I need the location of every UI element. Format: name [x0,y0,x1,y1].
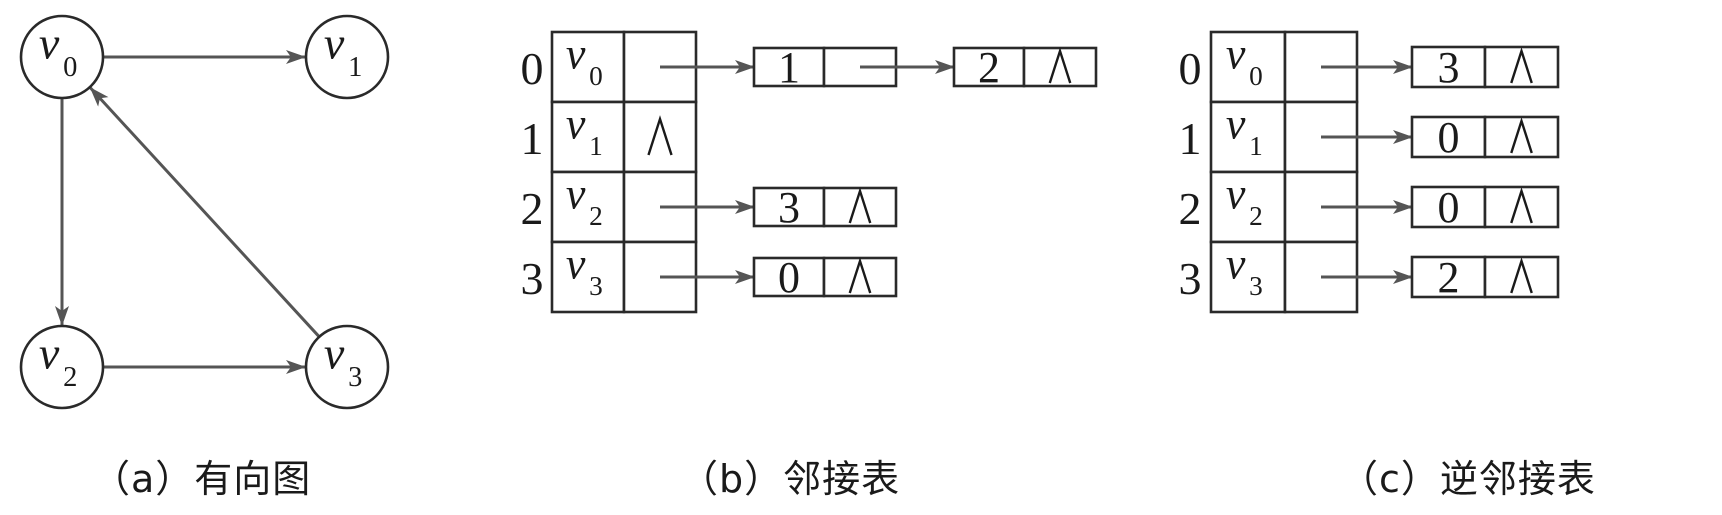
vertex-subscript: 2 [589,201,603,231]
null-pointer-symbol [1510,187,1533,224]
null-pointer-symbol [1510,257,1533,294]
null-pointer-symbol [848,187,872,224]
adjvex-value: 2 [978,43,1000,92]
vertex-subscript: 0 [1249,61,1263,91]
vertex-subscript: 1 [1249,131,1263,161]
vertex-subscript: 2 [1249,201,1263,231]
row-index: 3 [1179,253,1202,304]
vertex-cell [550,170,626,244]
adjvex-cell [1410,45,1487,89]
vertex-label: v [1226,29,1246,78]
vertex-subscript: 1 [348,52,362,83]
vertex-label: v [324,18,345,69]
arc-node: 3 [752,183,898,232]
vertex-subscript: 3 [1249,271,1263,301]
vertex-label: v [1226,239,1246,288]
caption-directed-graph: （a）有向图 [92,457,312,501]
row-index: 0 [1179,43,1202,94]
vertex-cell [1209,30,1287,104]
adjvex-value: 3 [778,183,800,232]
adjvex-cell [752,46,826,88]
vertex-cell [550,240,626,314]
vertex-subscript: 3 [348,362,362,393]
vertex-label: v [1226,99,1246,148]
arc-node: 0 [752,253,898,302]
vertex-cell [550,30,626,104]
vertex-label: v [566,239,586,288]
node-circle [19,324,105,410]
row-index: 3 [521,253,544,304]
vertex-cell [1209,170,1287,244]
edge-v3-to-v0 [89,86,321,338]
vertex-label: v [39,328,60,379]
vertex-subscript: 0 [589,61,603,91]
vertex-label: v [566,169,586,218]
vertex-label: v [566,99,586,148]
caption-inverse-adjacency-list: （c）逆邻接表 [1340,457,1596,501]
vertex-cell [550,100,626,174]
vertex-label: v [566,29,586,78]
arc-node: 2 [952,43,1098,92]
vertex-subscript: 1 [589,131,603,161]
adjvex-value: 1 [778,43,800,92]
arc-node: 2 [1410,253,1560,302]
adjvex-value: 3 [1438,43,1460,92]
arc-node: 3 [1410,43,1560,92]
adjvex-cell [1410,255,1487,299]
node-circle [19,14,105,100]
vertex-cell [1209,100,1287,174]
arc-node: 0 [1410,113,1560,162]
null-pointer-symbol [1510,47,1533,84]
arc-node: 1 [752,43,898,92]
vertex-subscript: 3 [589,271,603,301]
firstarc-cell [622,100,698,174]
adjvex-value: 0 [778,253,800,302]
null-pointer-symbol [848,257,872,294]
null-pointer-symbol [1510,117,1533,154]
null-pointer-symbol [647,115,673,156]
vertex-label: v [39,18,60,69]
vertex-subscript: 0 [63,52,77,83]
row-index: 0 [521,43,544,94]
vertex-label: v [324,328,345,379]
vertex-label: v [1226,169,1246,218]
row-index: 1 [1179,113,1202,164]
row-index: 2 [1179,183,1202,234]
adjvex-value: 2 [1438,253,1460,302]
row-index: 1 [521,113,544,164]
adjvex-cell [752,256,826,298]
node-circle [304,324,390,410]
node-circle [304,14,390,100]
caption-adjacency-list: （b）邻接表 [680,457,901,501]
vertex-subscript: 2 [63,362,77,393]
arc-node: 0 [1410,183,1560,232]
vertex-cell [1209,240,1287,314]
row-index: 2 [521,183,544,234]
adjvex-value: 0 [1438,113,1460,162]
adjvex-value: 0 [1438,183,1460,232]
null-pointer-symbol [1048,47,1072,84]
